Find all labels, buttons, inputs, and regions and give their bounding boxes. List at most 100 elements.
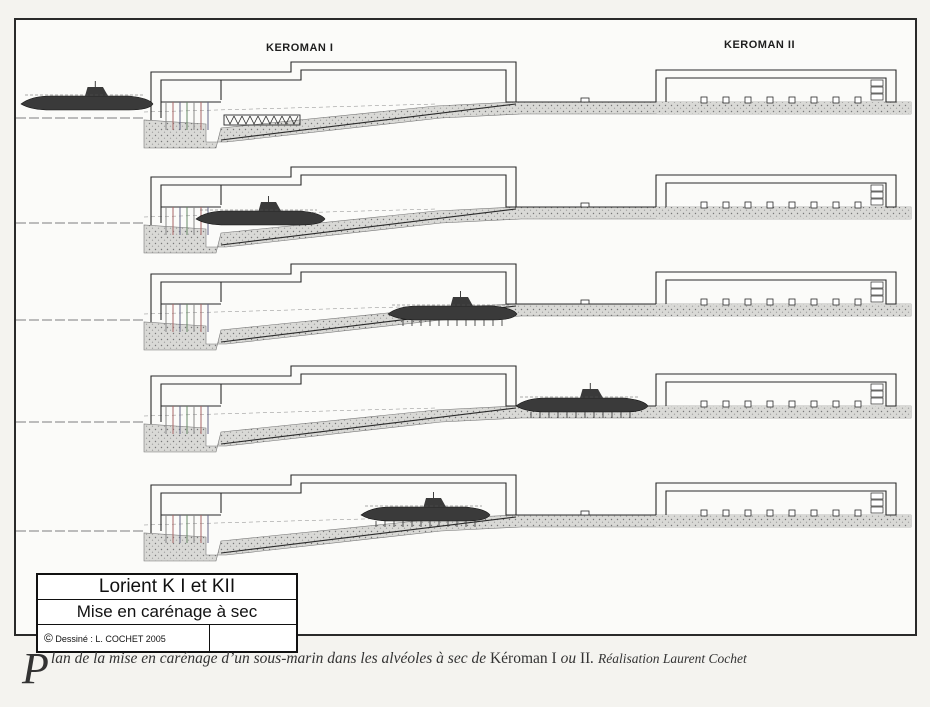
dry-cell-block: [766, 201, 774, 209]
quay-ground: [656, 515, 911, 527]
submarine-hull: [360, 506, 491, 522]
keroman-1-header: KEROMAN I: [266, 42, 334, 54]
dry-cell-block: [766, 298, 774, 306]
keroman-2-bunker: [655, 174, 897, 208]
dry-cell-block: [744, 96, 752, 104]
copyright-symbol: ©: [44, 631, 53, 645]
dry-cell-block: [700, 201, 708, 209]
dry-cell-block: [700, 96, 708, 104]
keroman-1-bunker: [150, 474, 517, 533]
dry-cell-block: [766, 96, 774, 104]
panel-1: [16, 61, 912, 149]
keroman-2-bunker: [655, 69, 897, 103]
cartouche-title: Lorient K I et KII: [38, 575, 296, 600]
trestle-truss: [225, 115, 235, 125]
track-marker: [580, 97, 590, 103]
track-marker: [580, 299, 590, 305]
quay-ground: [656, 207, 911, 219]
dry-cell-block: [722, 509, 730, 517]
slipway-ramp: [220, 103, 517, 141]
dry-cell-block: [744, 400, 752, 408]
trestle-frame: [223, 114, 301, 126]
dry-cell-block: [700, 298, 708, 306]
trestle-truss: [241, 115, 251, 125]
trestle-truss: [233, 115, 243, 125]
caption-text-1: lan de la mise en carénage d’un sous-mar…: [50, 650, 490, 667]
stair-block: [870, 506, 884, 514]
title-cartouche: Lorient K I et KII Mise en carénage à se…: [36, 573, 298, 653]
stair-block: [870, 492, 884, 500]
dry-cell-block: [832, 509, 840, 517]
keroman-1-bunker: [150, 365, 517, 424]
dry-cell-block: [722, 400, 730, 408]
submarine-hull: [387, 305, 518, 321]
dry-cell-block: [744, 298, 752, 306]
slipway-ramp: [220, 208, 517, 246]
trestle-truss: [249, 115, 259, 125]
dry-cell-block: [854, 509, 862, 517]
dry-cell-block: [832, 201, 840, 209]
trestle-truss: [265, 115, 275, 125]
stair-block: [870, 198, 884, 206]
dry-cell-block: [854, 400, 862, 408]
dry-cell-block: [810, 201, 818, 209]
stair-block: [870, 86, 884, 94]
caption-place-1: Kéroman I: [489, 650, 557, 667]
submarine-tower: [580, 389, 604, 398]
keroman-1-bunker: [150, 61, 517, 120]
dry-cell-block: [810, 400, 818, 408]
panel-5: [16, 474, 912, 562]
slipway-ramp: [220, 516, 517, 554]
stair-block: [870, 93, 884, 101]
dry-cell-block: [722, 298, 730, 306]
submarine-hull: [195, 210, 326, 226]
stair-block: [870, 191, 884, 199]
keroman-1-bunker: [150, 263, 517, 322]
stair-block: [870, 288, 884, 296]
panel-2: [16, 166, 912, 254]
keroman-2-bunker: [655, 373, 897, 407]
quay-ground: [656, 304, 911, 316]
submarine-hull: [20, 95, 154, 111]
trestle-truss: [289, 115, 299, 125]
panel-4: [16, 365, 912, 453]
submarine-tower: [423, 498, 446, 507]
dry-cell-block: [766, 509, 774, 517]
dry-cell-block: [832, 400, 840, 408]
dry-cell-block: [788, 509, 796, 517]
dry-cell-block: [766, 400, 774, 408]
dry-cell-block: [700, 400, 708, 408]
quay-ground: [656, 102, 911, 114]
trestle-truss: [273, 115, 283, 125]
trestle-truss: [257, 115, 267, 125]
dry-cell-block: [854, 96, 862, 104]
drawing-frame: KEROMAN I KEROMAN II Lorient K I et KII …: [14, 18, 917, 653]
caption-text-2: ou: [556, 650, 580, 667]
stair-block: [870, 383, 884, 391]
slipway-ramp: [220, 407, 517, 445]
keroman-2-header: KEROMAN II: [724, 39, 795, 51]
dry-cell-block: [854, 298, 862, 306]
dry-cell-block: [832, 96, 840, 104]
dry-cell-block: [810, 298, 818, 306]
dry-cell-block: [744, 201, 752, 209]
dry-cell-block: [722, 201, 730, 209]
quay-ground: [656, 406, 911, 418]
stair-block: [870, 397, 884, 405]
dry-cell-block: [788, 96, 796, 104]
panel-3: [16, 263, 912, 351]
caption-text-3: .: [590, 650, 599, 667]
submarine-tower: [450, 297, 473, 306]
stair-block: [870, 390, 884, 398]
dry-cell-block: [788, 298, 796, 306]
caption-place-2: II: [579, 650, 591, 667]
submarine-hull: [515, 397, 649, 413]
dry-cell-block: [788, 400, 796, 408]
keroman-1-bunker: [150, 166, 517, 225]
dry-cell-block: [744, 509, 752, 517]
submarine-tower: [85, 87, 109, 96]
stair-block: [870, 184, 884, 192]
dry-cell-block: [832, 298, 840, 306]
caption-credit: Réalisation Laurent Cochet: [598, 651, 747, 666]
